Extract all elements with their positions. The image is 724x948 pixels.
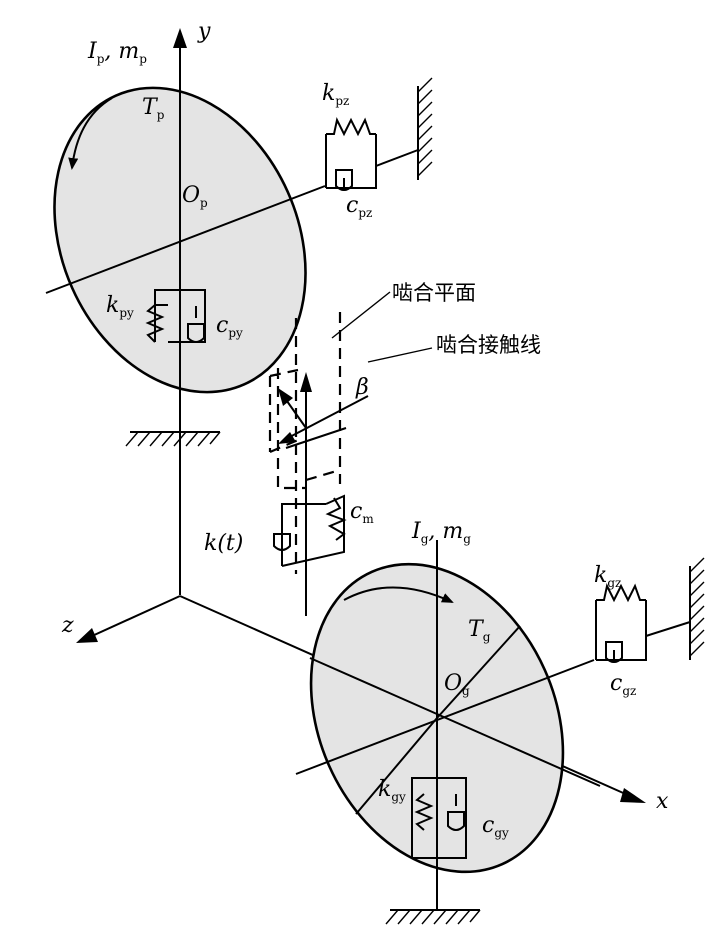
gear-center-label: Og	[444, 671, 470, 698]
force-arrow-b	[283, 395, 369, 441]
force-arrow-c	[285, 427, 347, 449]
gear-shaft-line	[295, 659, 595, 775]
mesh-plane-label: 啮合平面	[392, 281, 476, 305]
beta-label: β	[355, 375, 369, 400]
gear-inertia-label: Ig, mg	[411, 519, 471, 546]
force-arrow-a-head-icon	[278, 388, 293, 406]
k-gz-label: kgz	[594, 563, 621, 590]
z-axis-line	[91, 595, 181, 637]
x-axis-arrow-icon	[620, 788, 646, 803]
c-gz-damper-icon	[605, 641, 623, 663]
gear-diagonal-line	[355, 717, 438, 815]
c-m-label: cm	[350, 499, 374, 526]
tp-arrow-icon	[68, 97, 113, 170]
z-axis-arrow-icon	[76, 628, 98, 643]
mesh-plane-leader	[331, 291, 391, 339]
k-pz-label: kpz	[322, 81, 349, 108]
mesh-dash-link	[305, 468, 341, 482]
pinion-z-link	[375, 149, 419, 167]
c-pz-label: cpz	[346, 193, 372, 220]
k-gy-spring-icon	[414, 793, 434, 831]
y-axis-arrow-icon	[173, 28, 187, 48]
k-gy-box-icon	[411, 777, 467, 859]
c-gy-label: cgy	[482, 813, 509, 840]
k-t-label: k(t)	[204, 531, 243, 556]
gear-z-link	[645, 621, 691, 637]
wall-top-hatch-icon	[417, 77, 433, 177]
gear-ground-hatch-icon	[385, 909, 481, 925]
pinion-center-label: Op	[182, 183, 208, 210]
gear-diagonal-line-2	[436, 625, 521, 719]
c-pz-damper-icon	[335, 169, 353, 191]
mesh-contact-line-label: 啮合接触线	[436, 333, 541, 357]
k-pz-spring-icon	[325, 117, 377, 189]
c-m-spring-icon	[325, 497, 347, 541]
mesh-vertical-arrow-icon	[300, 372, 312, 392]
contact-line-leader	[367, 347, 433, 363]
pinion-ground-hatch-icon	[125, 431, 221, 447]
km-box-left-icon	[281, 503, 326, 566]
pinion-torque-label: Tp	[142, 95, 165, 122]
wall-bottom-hatch-icon	[689, 557, 705, 657]
k-py-label: kpy	[106, 293, 134, 320]
c-gz-label: cgz	[610, 671, 636, 698]
z-axis-label: z	[61, 613, 74, 638]
km-box-right-icon	[281, 494, 345, 567]
k-t-damper-icon	[273, 530, 291, 551]
force-arrow-b-head-icon	[278, 432, 296, 444]
k-py-spring-icon	[145, 304, 168, 343]
pinion-shaft-line	[45, 185, 326, 294]
contact-line-dash	[268, 368, 306, 490]
gear-x-line	[309, 657, 601, 787]
c-gy-damper-icon	[447, 794, 465, 831]
k-gy-label: kgy	[378, 777, 406, 804]
k-gz-spring-icon	[595, 583, 647, 661]
c-py-label: cpy	[216, 313, 243, 340]
tg-arrow-icon	[343, 586, 454, 603]
pinion-inertia-label: Ip, mp	[87, 39, 147, 66]
c-py-damper-icon	[187, 306, 205, 343]
gear-torque-label: Tg	[468, 617, 491, 644]
x-axis-label: x	[656, 789, 669, 814]
y-axis-label: y	[197, 19, 211, 44]
